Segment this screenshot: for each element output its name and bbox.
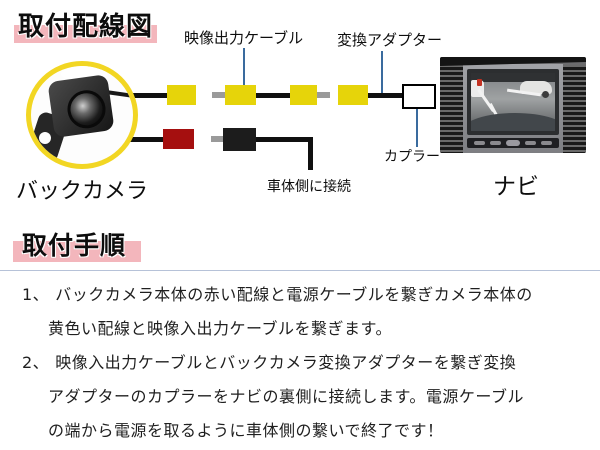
navi-button (505, 140, 520, 146)
step-number: 1、 (22, 285, 50, 304)
camera-bracket-notch (39, 132, 51, 144)
step-text: 黄色い配線と映像入出力ケーブルを繋ぎます。 (48, 319, 392, 338)
callout-line-adapter (381, 51, 383, 97)
screen-car-wheel (542, 91, 549, 98)
camera-lens-icon (65, 87, 108, 131)
step-text: バックカメラ本体の赤い配線と電源ケーブルを繋ぎカメラ本体の (55, 285, 533, 304)
rca-connector-yellow (338, 85, 368, 105)
navi-label: ナビ (493, 174, 539, 200)
step-text: 映像入出力ケーブルとバックカメラ変換アダプターを繋ぎ変換 (55, 353, 517, 372)
navi-screen-frame (467, 69, 559, 135)
navi-unit (463, 64, 563, 153)
power-connector-black (223, 128, 256, 151)
rca-connector-red (163, 129, 194, 149)
navi-button (541, 141, 553, 145)
back-camera-label: バックカメラ (16, 179, 149, 204)
wire-segment (122, 93, 167, 98)
navi-screen (471, 73, 555, 131)
wiring-section-title: 取付配線図 (18, 12, 154, 42)
rca-connector-yellow (290, 85, 317, 105)
navi-button (473, 141, 485, 145)
plug-tip-gray (211, 136, 223, 142)
body-side-connect-label: 車体側に接続 (267, 179, 351, 195)
screen-red-light (477, 79, 482, 86)
rca-connector-yellow (167, 85, 196, 105)
step-line: アダプターのカプラーをナビの裏側に接続します。電源ケーブル (0, 378, 600, 412)
wire-segment (256, 93, 290, 98)
navi-button (489, 141, 501, 145)
navi-photo (440, 57, 586, 153)
rca-connector-yellow (225, 85, 256, 105)
plug-tip-gray (212, 92, 225, 98)
coupler-label: カプラー (384, 149, 440, 165)
navi-vent-left (440, 65, 463, 153)
step-line: 黄色い配線と映像入出力ケーブルを繋ぎます。 (0, 310, 600, 344)
screen-bumper-shadow (471, 113, 555, 131)
step-number: 2、 (22, 353, 50, 372)
step-text: の端から電源を取るように車体側の繋いで終了です！ (48, 421, 444, 440)
callout-line-video-out (243, 48, 245, 86)
coupler-box (402, 84, 436, 109)
wire-segment (256, 137, 313, 142)
video-out-cable-label: 映像出力ケーブル (184, 29, 304, 47)
navi-button (525, 141, 537, 145)
wire-segment (308, 137, 313, 170)
step-text: アダプターのカプラーをナビの裏側に接続します。電源ケーブル (48, 387, 524, 406)
wire-segment (368, 93, 402, 98)
section-divider (0, 270, 600, 271)
installation-steps: 1、バックカメラ本体の赤い配線と電源ケーブルを繋ぎカメラ本体の 黄色い配線と映像… (0, 276, 600, 446)
callout-line-coupler (416, 107, 418, 147)
title-highlight-bar (13, 241, 141, 262)
camera-body (47, 74, 115, 138)
step-line: の端から電源を取るように車体側の繋いで終了です！ (0, 412, 600, 446)
screen-top-shadow (471, 73, 555, 82)
wire-segment (120, 137, 163, 142)
navi-vent-right (563, 65, 586, 153)
navi-button-bar (467, 138, 559, 148)
title-highlight-bar (14, 25, 157, 43)
steps-section-title: 取付手順 (22, 231, 127, 260)
plug-tip-gray (317, 92, 330, 98)
back-camera-photo (26, 61, 138, 169)
step-line: 1、バックカメラ本体の赤い配線と電源ケーブルを繋ぎカメラ本体の (0, 276, 600, 310)
adapter-label: 変換アダプター (337, 31, 443, 49)
step-line: 2、映像入出力ケーブルとバックカメラ変換アダプターを繋ぎ変換 (0, 344, 600, 378)
